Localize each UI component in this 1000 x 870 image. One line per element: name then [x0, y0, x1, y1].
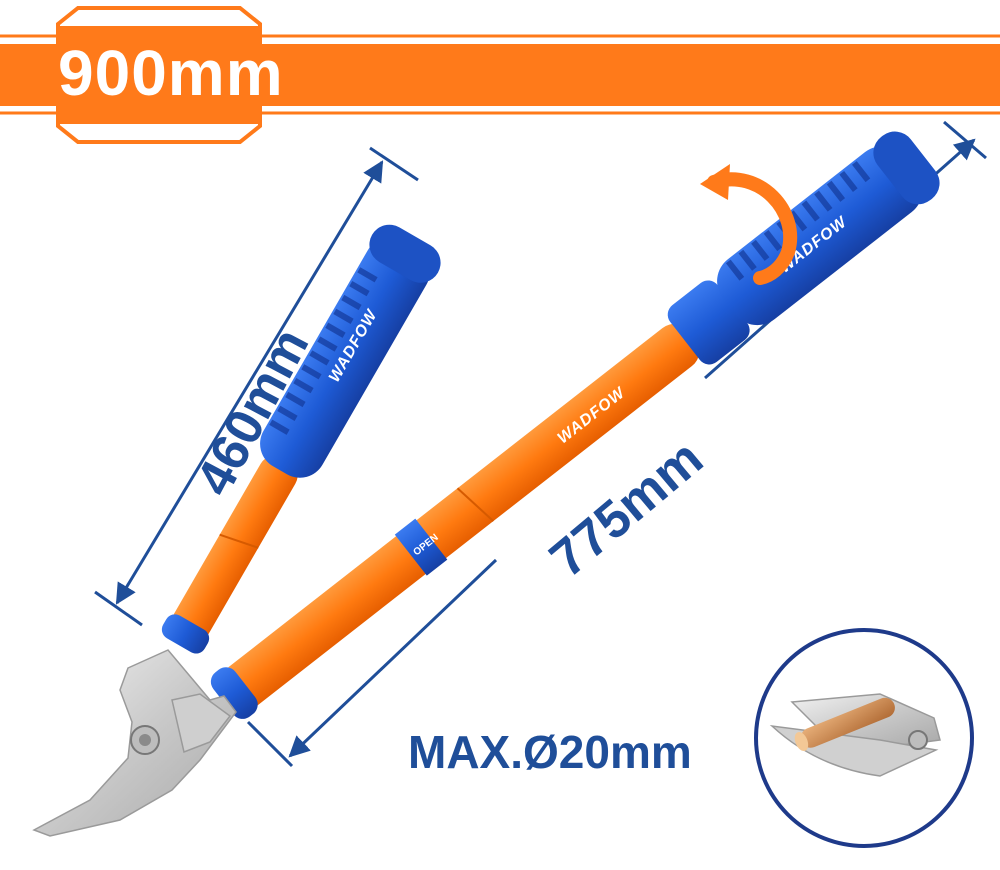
long-grip: WADFOW [667, 131, 940, 365]
long-handle: OPEN WADFOW WADFOW [210, 131, 940, 719]
length-banner [0, 6, 1000, 144]
max-cut-capacity-label: MAX.Ø20mm [408, 726, 692, 778]
lock-ring [394, 518, 448, 576]
branch-sample [794, 697, 895, 752]
dimension-460-line [94, 146, 419, 627]
lopper-blades [32, 649, 237, 837]
end-collar [210, 667, 258, 719]
circular-detail-inset [754, 628, 974, 848]
short-handle: WADFOW [161, 224, 441, 654]
lock-collar [161, 614, 210, 654]
curved-arrow-icon [700, 164, 798, 285]
banner-length-label: 900mm [58, 37, 284, 109]
short-grip: WADFOW [260, 224, 441, 478]
